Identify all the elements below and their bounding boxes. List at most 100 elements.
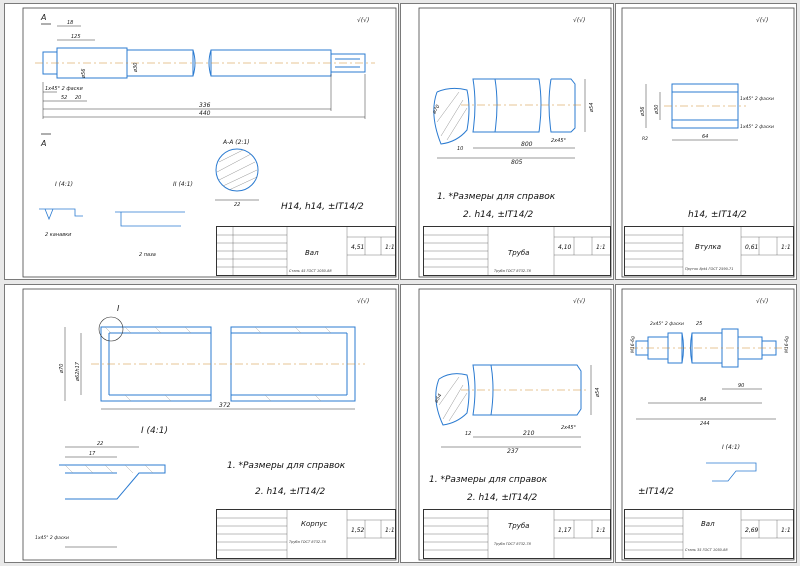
tolerance-note: h14, ±IT14/2 <box>688 210 747 220</box>
dim-244: 244 <box>700 421 710 427</box>
detail-dim-17: 17 <box>89 451 96 457</box>
part-name: Втулка <box>695 243 722 251</box>
dim-237: 237 <box>507 448 519 455</box>
detail-1-title: I (4:1) <box>55 181 73 188</box>
drawing-sheet-pipe-2: √(√) 210 237 12 2х45° ø54 ø54 1. *Размер… <box>400 284 614 563</box>
dim-r2: R2 <box>642 136 648 142</box>
detail-1-note: 2 канавки <box>45 232 72 238</box>
part-mass: 4,51 <box>351 244 365 251</box>
svg-text:√(√): √(√) <box>357 17 369 24</box>
dim-d30: ø30 <box>654 105 660 115</box>
note-1: 1. *Размеры для справок <box>437 192 556 202</box>
title-block: Труба 4,10 1:1 Труба ГОСТ 8732-78 <box>423 226 611 276</box>
detail-chamfer: 1х45° 2 фаски <box>35 535 69 541</box>
detail-title: I (4:1) <box>141 426 168 436</box>
section-mark-bottom: А <box>40 139 46 148</box>
svg-text:√(√): √(√) <box>357 298 369 305</box>
dim-d30: ø30 <box>133 63 139 73</box>
note-2: 2. h14, ±IT14/2 <box>463 210 534 220</box>
tolerance-note: H14, h14, ±IT14/2 <box>281 202 364 212</box>
dim-chamfer-2: 1х45° 2 фаски <box>740 124 774 130</box>
shaft-drawing: √(√) 336 440 52 20 <box>22 7 397 278</box>
part-name: Труба <box>508 522 530 530</box>
dim-440: 440 <box>199 110 211 117</box>
part-material: Труба ГОСТ 8732-78 <box>289 540 326 544</box>
dim-336: 336 <box>199 102 211 109</box>
dim-d62: ø62h17 <box>75 361 81 382</box>
dim-10: 10 <box>457 146 463 152</box>
drawing-sheet-pipe-1: √(√) 800 805 10 2х45° ø70 ø54 1. *Размер… <box>400 3 614 280</box>
dim-chamfer: 2х45° <box>561 425 577 431</box>
detail-title: I (4:1) <box>722 444 740 451</box>
part-scale: 1:1 <box>781 244 791 251</box>
svg-text:√(√): √(√) <box>756 17 768 24</box>
section-dim: 22 <box>234 202 240 208</box>
dim-12: 12 <box>465 431 471 437</box>
svg-text:√(√): √(√) <box>573 17 585 24</box>
section-mark-top: А <box>40 13 46 22</box>
dim-d70: ø70 <box>59 364 65 374</box>
part-mass: 0,61 <box>745 244 759 251</box>
note-1: 1. *Размеры для справок <box>429 475 548 485</box>
part-name: Вал <box>701 520 715 528</box>
dim-800: 800 <box>521 141 533 148</box>
dim-20: 20 <box>75 95 81 101</box>
dim-84: 84 <box>700 397 706 403</box>
svg-text:√(√): √(√) <box>756 298 768 305</box>
title-block: Корпус 1,52 1:1 Труба ГОСТ 8732-78 <box>216 509 396 559</box>
shaft-2-drawing: √(√) 84 244 90 25 2х45° 2 фаски M16-6g M… <box>621 288 795 561</box>
part-scale: 1:1 <box>596 527 606 534</box>
dim-52: 52 <box>61 95 67 101</box>
title-block: Вал 4,51 1:1 Сталь 45 ГОСТ 1050-88 <box>216 226 396 276</box>
thread-left: M16-6g <box>630 336 636 353</box>
dim-chamfer: 2х45° 2 фаски <box>650 321 684 327</box>
dim-90: 90 <box>738 383 744 389</box>
part-name: Корпус <box>301 520 328 528</box>
dim-210: 210 <box>523 430 535 437</box>
part-mass: 2,69 <box>745 527 759 534</box>
pipe-drawing: √(√) 800 805 10 2х45° ø70 ø54 <box>418 7 612 278</box>
title-block: Втулка 0,61 1:1 Пруток 8pt4 ГОСТ 2590-71 <box>624 226 794 276</box>
part-scale: 1:1 <box>596 244 606 251</box>
svg-text:√(√): √(√) <box>573 298 585 305</box>
part-material: Сталь 45 ГОСТ 1050-88 <box>289 269 332 273</box>
part-mass: 4,10 <box>558 244 572 251</box>
detail-dim-22: 22 <box>97 441 103 447</box>
dim-d54: ø54 <box>589 103 595 113</box>
note-2: 2. h14, ±IT14/2 <box>255 487 326 497</box>
part-mass: 1,52 <box>351 527 365 534</box>
dim-64: 64 <box>702 134 708 140</box>
drawing-sheet-housing: √(√) I 372 ø70 ø62h17 <box>4 284 399 563</box>
dim-d70: ø70 <box>431 104 441 116</box>
title-block: Вал 2,69 1:1 Сталь 35 ГОСТ 1050-88 <box>624 509 794 559</box>
section-title: А-А (2:1) <box>222 139 250 146</box>
dim-25: 25 <box>696 321 702 327</box>
dim-d56: ø56 <box>81 69 87 79</box>
drawing-sheet-shaft-1: √(√) 336 440 52 20 <box>4 3 399 280</box>
part-name: Труба <box>508 249 530 257</box>
pipe-2-drawing: √(√) 210 237 12 2х45° ø54 ø54 <box>418 288 612 561</box>
dim-chamfer: 2х45° <box>551 138 567 144</box>
housing-drawing: √(√) I 372 ø70 ø62h17 <box>22 288 397 561</box>
dim-18: 18 <box>67 20 73 26</box>
part-material: Пруток 8pt4 ГОСТ 2590-71 <box>685 267 734 271</box>
dim-d54-a: ø54 <box>433 393 443 405</box>
part-material: Сталь 35 ГОСТ 1050-88 <box>685 548 728 552</box>
part-scale: 1:1 <box>385 244 395 251</box>
part-scale: 1:1 <box>781 527 791 534</box>
detail-2-note: 2 паза <box>139 252 156 258</box>
drawing-sheet-bushing: √(√) 64 ø36 ø30 1х45° 2 фаски 1х45° 2 фа… <box>615 3 797 280</box>
dim-372: 372 <box>219 402 231 409</box>
dim-d36: ø36 <box>640 107 646 117</box>
part-name: Вал <box>305 249 319 257</box>
title-block: Труба 1,17 1:1 Труба ГОСТ 8732-78 <box>423 509 611 559</box>
dim-chamfer-1: 1х45° 2 фаски <box>740 96 774 102</box>
dim-805: 805 <box>511 159 523 166</box>
dim-125: 125 <box>71 34 81 40</box>
note-1: 1. *Размеры для справок <box>227 461 346 471</box>
part-mass: 1,17 <box>558 527 572 534</box>
note-2: 2. h14, ±IT14/2 <box>467 493 538 503</box>
dim-chamfer: 1х45° 2 фаски <box>45 86 83 92</box>
part-scale: 1:1 <box>385 527 395 534</box>
detail-mark: I <box>117 304 120 313</box>
